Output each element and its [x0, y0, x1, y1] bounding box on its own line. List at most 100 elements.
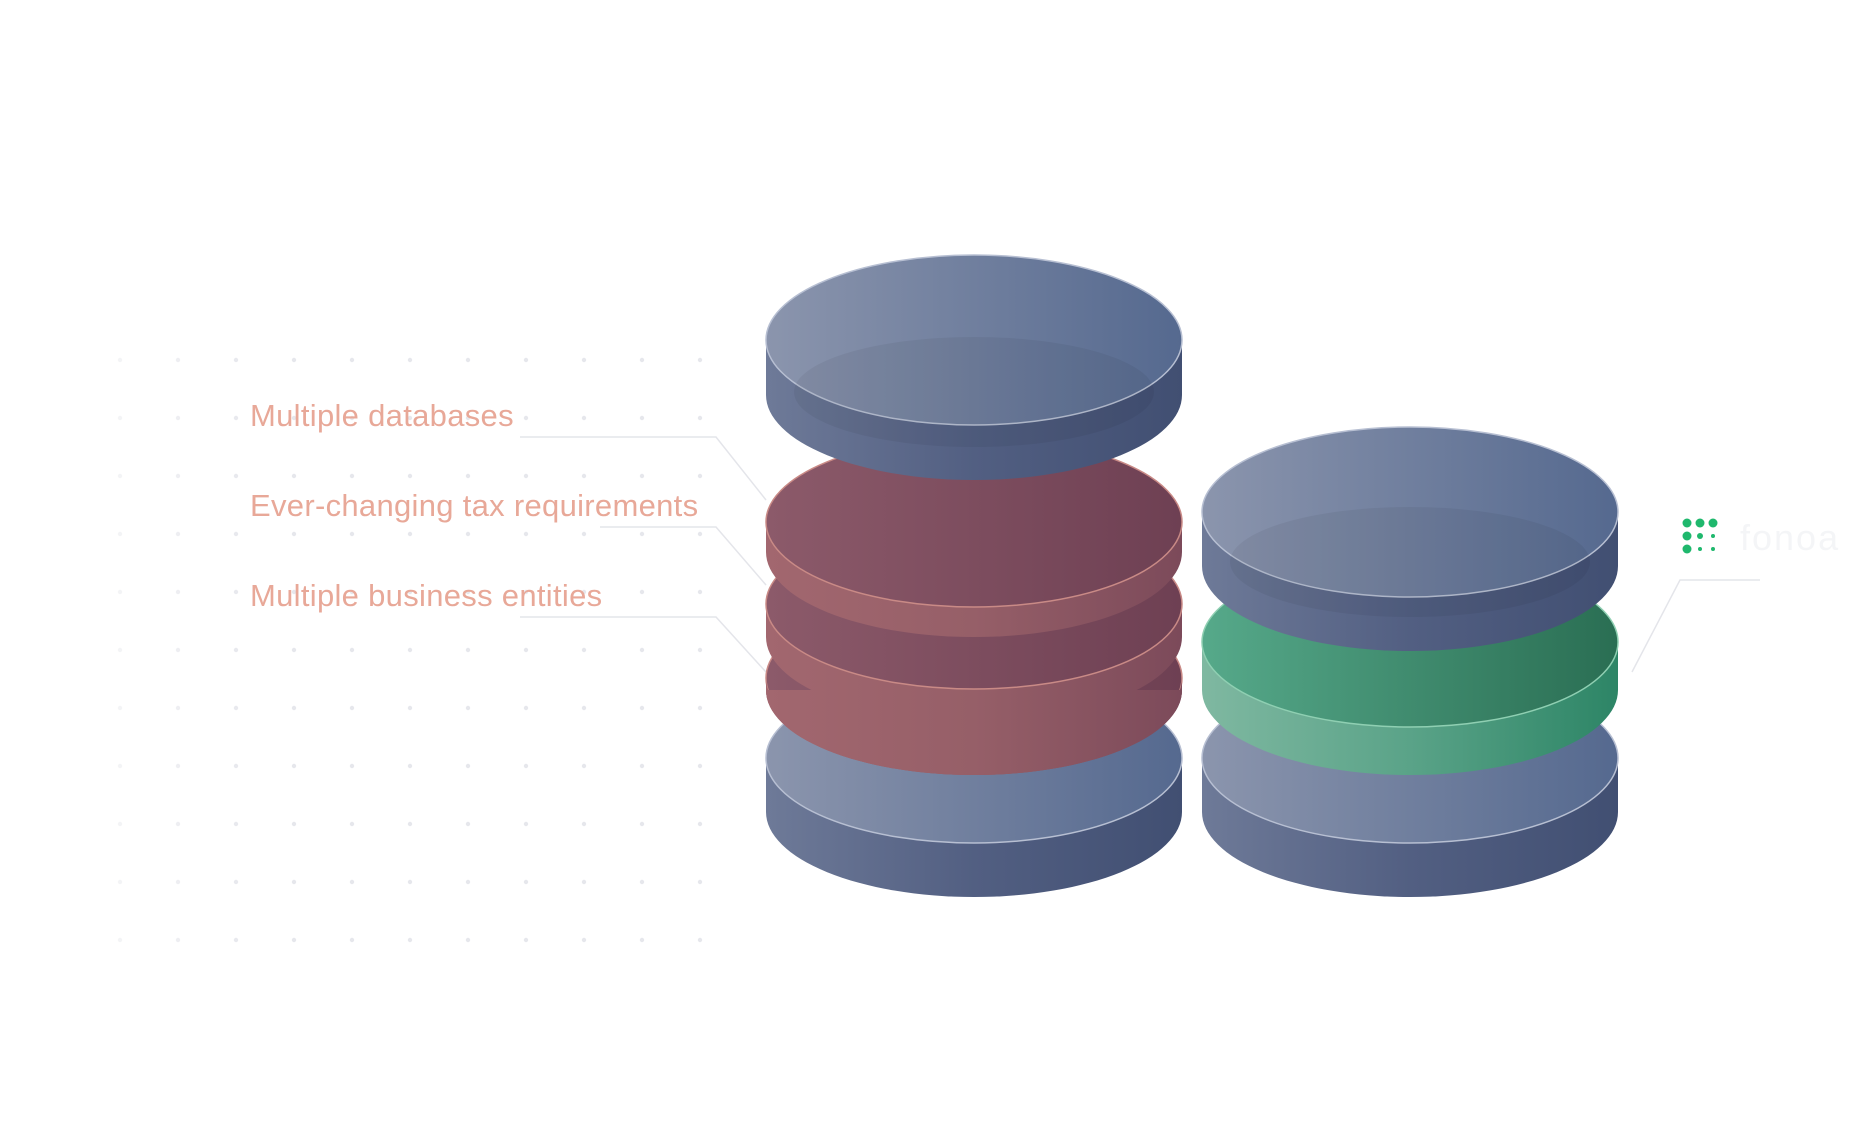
grid-dot [697, 821, 703, 827]
grid-dot [581, 357, 587, 363]
grid-dot [639, 473, 645, 479]
grid-dot [349, 821, 355, 827]
grid-dot [523, 763, 529, 769]
grid-dot [465, 705, 471, 711]
left-disk-top [765, 254, 1183, 480]
grid-dot [407, 821, 413, 827]
right-database-stack [1201, 426, 1619, 897]
grid-dot [581, 879, 587, 885]
grid-dot [697, 589, 703, 595]
connector-line-tax [600, 526, 767, 586]
grid-dot [349, 763, 355, 769]
grid-dot [291, 589, 297, 595]
grid-dot [581, 531, 587, 537]
grid-dot [639, 821, 645, 827]
grid-dot [523, 589, 529, 595]
grid-dot [407, 937, 413, 943]
grid-dot [697, 473, 703, 479]
grid-dot [349, 415, 355, 421]
brand-wordmark: fonoa [1740, 517, 1841, 558]
grid-dot [581, 763, 587, 769]
grid-dot [697, 879, 703, 885]
left-disk-red-1 [765, 436, 1183, 637]
grid-dot [697, 531, 703, 537]
grid-dot [407, 647, 413, 653]
grid-dot [639, 937, 645, 943]
grid-dot [291, 531, 297, 537]
grid-dot [581, 821, 587, 827]
grid-dot [291, 705, 297, 711]
grid-dot [697, 937, 703, 943]
grid-dot [291, 879, 297, 885]
grid-dot [465, 589, 471, 595]
grid-dot [465, 763, 471, 769]
grid-dot [291, 937, 297, 943]
grid-dot [465, 531, 471, 537]
grid-dot [697, 705, 703, 711]
grid-dot [465, 879, 471, 885]
grid-dot [407, 763, 413, 769]
grid-dot [465, 647, 471, 653]
grid-dot [639, 589, 645, 595]
grid-dot [349, 647, 355, 653]
left-fade-overlay [0, 330, 260, 970]
problem-label-databases: Multiple databases [250, 398, 514, 433]
grid-dot [639, 879, 645, 885]
grid-dot [291, 357, 297, 363]
grid-dot [291, 415, 297, 421]
left-database-stack [765, 254, 1183, 897]
grid-dot [407, 415, 413, 421]
grid-dot [581, 937, 587, 943]
grid-dot [523, 473, 529, 479]
grid-dot [291, 647, 297, 653]
grid-dot [639, 357, 645, 363]
grid-dot [349, 531, 355, 537]
grid-dot [639, 647, 645, 653]
grid-dot [639, 415, 645, 421]
connector-lines [520, 436, 1760, 673]
grid-dot [291, 473, 297, 479]
grid-dot [697, 647, 703, 653]
grid-dot [349, 473, 355, 479]
grid-dot [349, 589, 355, 595]
grid-dot [639, 763, 645, 769]
grid-dot [465, 937, 471, 943]
grid-dot [465, 821, 471, 827]
grid-dot [581, 647, 587, 653]
grid-dot [349, 357, 355, 363]
grid-dot [349, 879, 355, 885]
grid-dot [523, 647, 529, 653]
grid-dot [407, 705, 413, 711]
grid-dot [291, 763, 297, 769]
grid-dot [639, 531, 645, 537]
dot-grid-logo-icon [1682, 518, 1718, 554]
grid-dot [523, 821, 529, 827]
grid-dot [523, 937, 529, 943]
grid-dot [407, 589, 413, 595]
grid-dot [523, 357, 529, 363]
grid-dot [697, 763, 703, 769]
grid-dot [407, 357, 413, 363]
grid-dot [349, 705, 355, 711]
connector-line-entities [520, 616, 767, 673]
grid-dot [465, 415, 471, 421]
problem-label-tax: Ever-changing tax requirements [250, 488, 699, 523]
grid-dot [465, 473, 471, 479]
grid-dot [523, 531, 529, 537]
grid-dot [581, 705, 587, 711]
grid-dot [523, 879, 529, 885]
grid-dot [407, 879, 413, 885]
grid-dot [639, 705, 645, 711]
connector-line-databases [520, 436, 767, 501]
problem-label-entities: Multiple business entities [250, 578, 603, 613]
grid-dot [581, 589, 587, 595]
grid-dot [523, 705, 529, 711]
grid-dot [697, 415, 703, 421]
grid-dot [523, 415, 529, 421]
grid-dot [581, 473, 587, 479]
grid-dot [407, 531, 413, 537]
grid-dot [581, 415, 587, 421]
grid-dot [407, 473, 413, 479]
